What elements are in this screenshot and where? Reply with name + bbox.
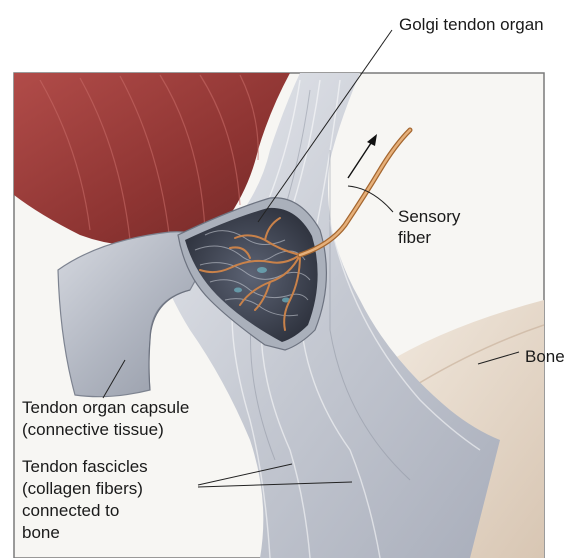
- label-sensory-fiber-line2: fiber: [398, 228, 431, 247]
- label-golgi-tendon-organ: Golgi tendon organ: [399, 15, 544, 34]
- label-capsule-line2: (connective tissue): [22, 420, 164, 439]
- label-fascicles-line1: Tendon fascicles: [22, 457, 148, 476]
- label-bone: Bone: [525, 347, 565, 366]
- label-fascicles-line4: bone: [22, 523, 60, 542]
- label-capsule-line1: Tendon organ capsule: [22, 398, 189, 417]
- label-fascicles-line2: (collagen fibers): [22, 479, 143, 498]
- label-sensory-fiber-line1: Sensory: [398, 207, 461, 226]
- label-fascicles-line3: connected to: [22, 501, 119, 520]
